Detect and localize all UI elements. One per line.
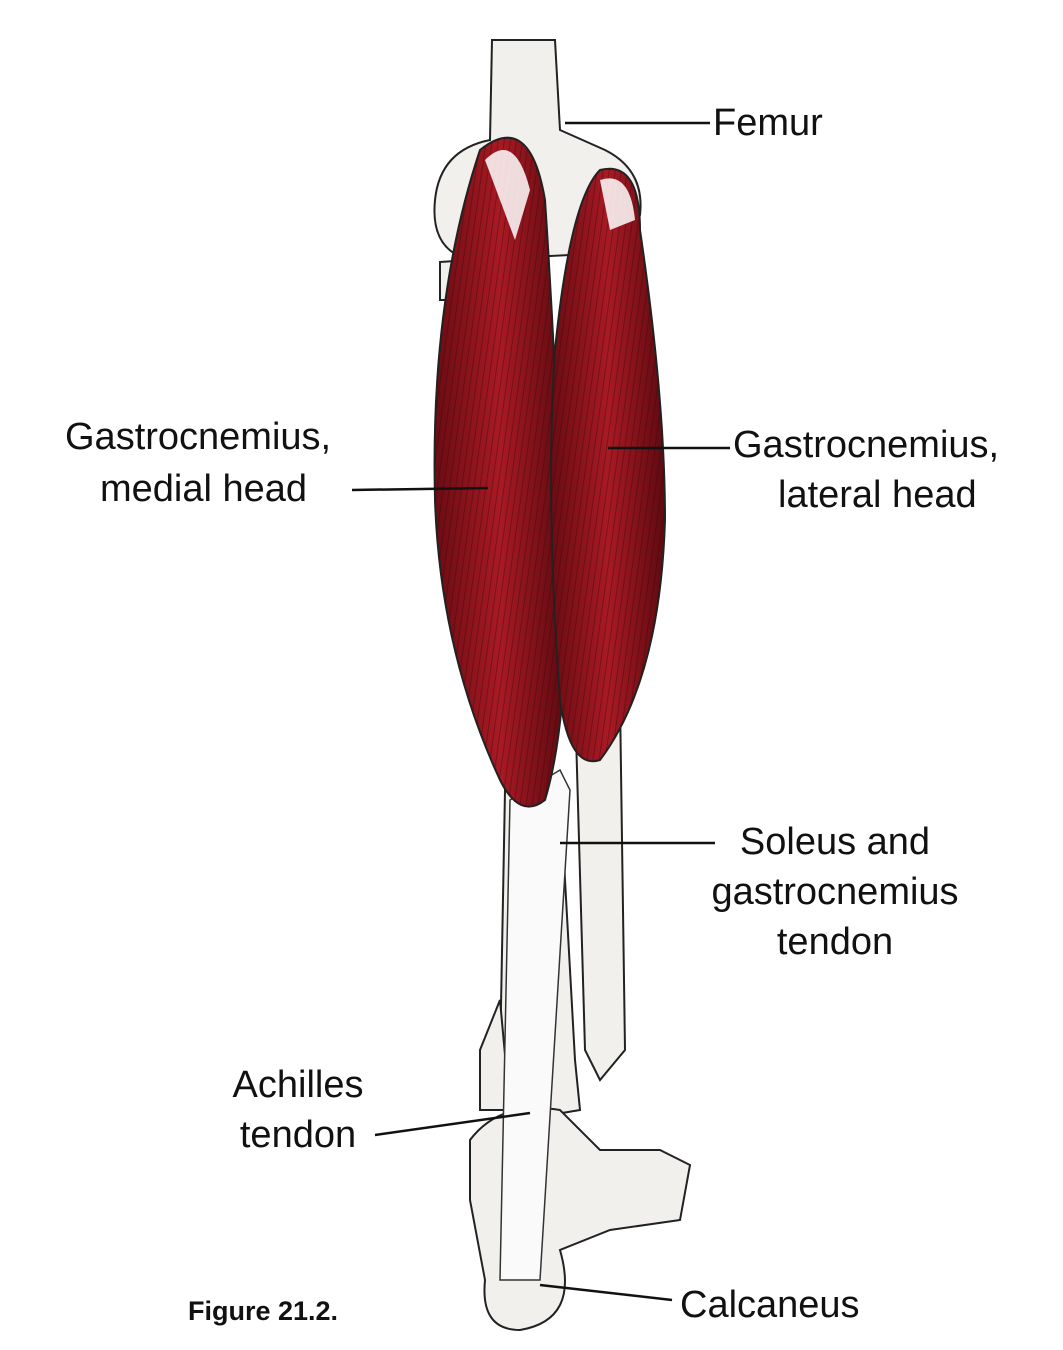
label-achilles-line2: tendon <box>239 1114 357 1156</box>
gastrocnemius-medial-head <box>433 136 566 808</box>
label-gastroc-lateral-line2: lateral head <box>778 474 977 516</box>
label-gastroc-lateral-line1: Gastrocnemius, <box>733 424 1000 466</box>
leader-lines <box>351 121 730 1302</box>
calcaneus-leader <box>539 1283 673 1302</box>
label-achilles-line1: Achilles <box>232 1064 364 1106</box>
label-soleus-line1: Soleus and <box>739 821 931 863</box>
label-gastroc-medial-line1: Gastrocnemius, <box>65 416 332 458</box>
medial-head-leader <box>351 486 489 492</box>
label-soleus-line2: gastrocnemius <box>711 871 959 913</box>
gastrocnemius-lateral-head <box>550 167 667 763</box>
label-femur: Femur <box>713 102 823 144</box>
label-gastroc-medial-line2: medial head <box>100 468 308 510</box>
label-calcaneus: Calcaneus <box>680 1284 860 1326</box>
achilles-leader <box>374 1111 531 1137</box>
figure-caption: Figure 21.2. <box>188 1296 339 1326</box>
label-soleus-line3: tendon <box>776 921 894 963</box>
